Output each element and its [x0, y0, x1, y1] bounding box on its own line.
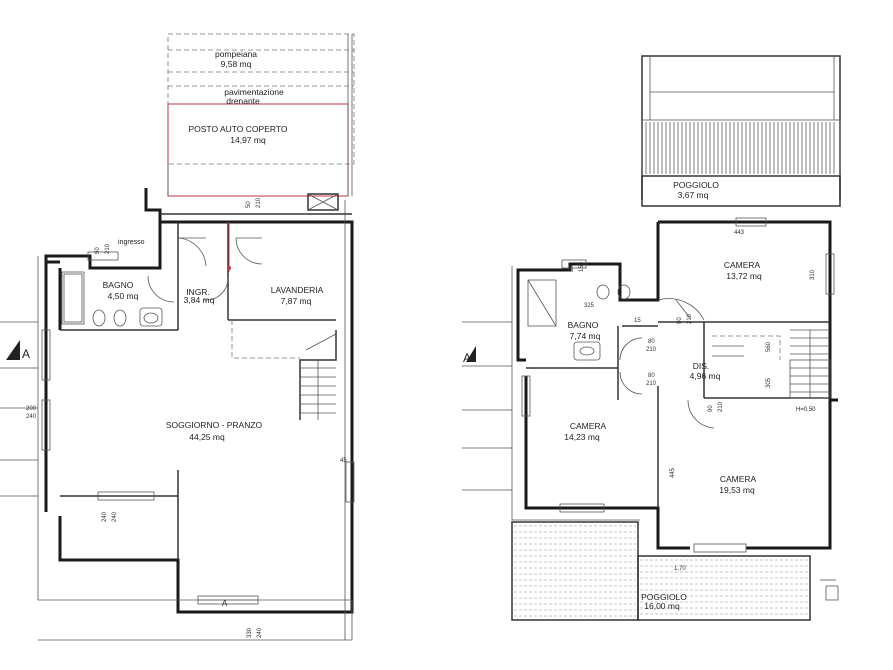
dim-f-210b: 210 — [646, 347, 657, 353]
pompeiana-label: pompeiana — [215, 49, 257, 59]
windows — [41, 251, 355, 605]
dim-f-443: 443 — [734, 230, 745, 236]
soggiorno-label: SOGGIORNO - PRANZO — [166, 420, 263, 430]
first-floor-plan: A POGGIOLO 3,67 mq CAMERA 13,72 mq BAGNO… — [462, 55, 841, 621]
dim-f-445: 445 — [670, 467, 676, 478]
dim-g-200: 200 — [26, 406, 37, 412]
dim-g-240d: 240 — [257, 627, 263, 638]
pavimentazione-label: pavimentazione — [224, 87, 284, 97]
first-room-labels: POGGIOLO 3,67 mq CAMERA 13,72 mq BAGNO 7… — [564, 180, 816, 611]
camera-top-label: CAMERA — [724, 260, 761, 270]
dim-f-80c: 80 — [648, 373, 655, 379]
pompeiana-area: 9,58 mq — [221, 59, 252, 69]
drenante-label: drenante — [226, 96, 260, 106]
dim-f-90: 90 — [708, 405, 714, 412]
bottom-balcony — [511, 521, 839, 621]
poggiolo-bottom-label: POGGIOLO — [641, 592, 687, 602]
top-balcony-hatching — [645, 122, 835, 174]
posto-auto-area: 14,97 mq — [230, 135, 266, 145]
dim-g-45: 45 — [340, 458, 347, 464]
dim-f-80b: 80 — [648, 339, 655, 345]
dim-f-50: 50 — [569, 265, 575, 272]
dim-f-80a: 80 — [677, 317, 683, 324]
first-interior-walls — [526, 321, 830, 508]
dim-g-240c: 240 — [26, 414, 37, 420]
ingr-area: 3,84 mq — [184, 295, 215, 305]
dim-f-210c: 210 — [646, 381, 657, 387]
ground-section-marker: A — [22, 347, 30, 361]
dim-g-210a: 210 — [256, 197, 262, 208]
camera-left-area: 14,23 mq — [564, 432, 600, 442]
dim-g-210b: 210 — [105, 243, 111, 254]
ingresso-label: ingresso — [118, 239, 145, 246]
dim-g-50: 50 — [246, 201, 252, 208]
bagno-ground-label: BAGNO — [103, 280, 134, 290]
first-exterior-walls — [511, 220, 838, 550]
dim-g-240a: 240 — [102, 511, 108, 522]
camera-top-area: 13,72 mq — [726, 271, 762, 281]
dim-f-15: 15 — [634, 318, 641, 324]
bathroom-fixtures — [61, 271, 163, 327]
ground-room-labels: pompeiana 9,58 mq pavimentazione drenant… — [103, 49, 324, 442]
first-dimensions: 443 310 325 15 80 210 80 210 80 210 445 … — [569, 230, 816, 572]
first-section-marker: A — [462, 321, 512, 491]
ground-floor-plan: A A pompeiana 9,58 mq pavimentazione dre… — [0, 33, 355, 641]
first-doors — [619, 298, 715, 429]
top-balcony — [641, 55, 841, 207]
exterior-walls — [37, 188, 354, 641]
dim-f-210d: 210 — [718, 401, 724, 412]
ground-section-marker-bottom: A — [222, 599, 228, 608]
dim-g-330: 330 — [247, 627, 253, 638]
posto-auto-label: POSTO AUTO COPERTO — [188, 124, 287, 134]
first-section-marker-label: A — [463, 351, 471, 365]
interior-walls — [58, 222, 336, 560]
lavanderia-area: 7,87 mq — [281, 296, 312, 306]
dim-f-560: 560 — [766, 341, 772, 352]
dim-f-310: 310 — [810, 269, 816, 280]
first-windows — [521, 217, 835, 553]
ground-dimensions: 50 210 90 210 45 240 240 200 240 330 240 — [26, 197, 347, 638]
dim-f-325: 325 — [584, 303, 595, 309]
camera-right-label: CAMERA — [720, 474, 757, 484]
ingr-label: INGR. — [186, 287, 210, 297]
first-bathroom-fixtures — [527, 279, 631, 361]
section-marker: A A — [0, 321, 228, 608]
bagno-first-area: 7,74 mq — [570, 331, 601, 341]
camera-left-label: CAMERA — [570, 421, 607, 431]
doors — [147, 222, 263, 303]
bagno-ground-area: 4,50 mq — [108, 291, 139, 301]
dim-f-170: 1,70 — [674, 566, 686, 572]
dim-f-210a: 210 — [687, 313, 693, 324]
soggiorno-area: 44,25 mq — [189, 432, 225, 442]
dim-f-305: 305 — [766, 377, 772, 388]
dim-g-90: 90 — [95, 247, 101, 254]
staircase — [231, 320, 337, 420]
first-staircase — [712, 329, 831, 399]
poggiolo-top-label: POGGIOLO — [673, 180, 719, 190]
poggiolo-bottom-area: 16,00 mq — [644, 601, 680, 611]
bagno-first-label: BAGNO — [568, 320, 599, 330]
camera-right-area: 19,53 mq — [719, 485, 755, 495]
dis-label: DIS. — [693, 361, 710, 371]
dim-g-240b: 240 — [112, 511, 118, 522]
poggiolo-top-area: 3,67 mq — [678, 190, 709, 200]
h-label: H=0,50 — [796, 407, 816, 413]
outdoor-area — [167, 33, 355, 211]
dis-area: 4,96 mq — [690, 371, 721, 381]
bottom-balcony-hatching — [514, 525, 808, 617]
lavanderia-label: LAVANDERIA — [271, 285, 324, 295]
dim-f-150: 150 — [579, 261, 585, 272]
